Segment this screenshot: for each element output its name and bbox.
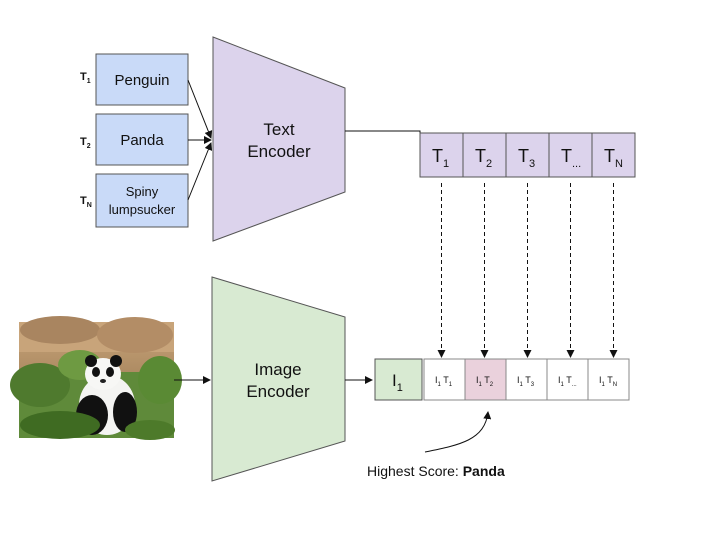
input-tag-n: TN bbox=[80, 195, 92, 209]
score-cell-highlighted: I1 T2 bbox=[464, 358, 507, 401]
score-cell: I1 T1 bbox=[423, 358, 466, 401]
text-encoder-label-1: Text bbox=[263, 120, 294, 139]
text-embedding-label: T1 bbox=[432, 146, 449, 170]
score-cell: I1 T3 bbox=[505, 358, 548, 401]
score-cell: I1 T... bbox=[546, 358, 589, 401]
text-embedding-label: TN bbox=[604, 146, 623, 170]
score-label: I1 T2 bbox=[476, 375, 494, 388]
embedding-dashed-arrows bbox=[437, 183, 618, 358]
text-embedding-cell: T3 bbox=[505, 132, 550, 178]
input-label-lumpsucker: lumpsucker bbox=[109, 202, 176, 217]
score-label: I1 T... bbox=[558, 375, 577, 388]
text-embeddings-row: T1 T2 T3 T... TN bbox=[419, 132, 636, 178]
input-label-panda: Panda bbox=[120, 132, 164, 149]
text-embedding-cell: TN bbox=[591, 132, 636, 178]
input-label-spiny: Spiny bbox=[126, 184, 159, 199]
score-label: I1 TN bbox=[599, 375, 617, 388]
text-embedding-cell: T2 bbox=[462, 132, 507, 178]
text-input-spiny-lumpsucker: TN Spiny lumpsucker bbox=[80, 173, 189, 228]
score-cell: I1 TN bbox=[587, 358, 630, 401]
highest-score-arrow bbox=[424, 411, 492, 453]
score-label: I1 T3 bbox=[517, 375, 535, 388]
text-embedding-cell: T... bbox=[548, 132, 593, 178]
text-embedding-label: T... bbox=[561, 146, 581, 170]
input-label-penguin: Penguin bbox=[114, 72, 169, 89]
text-embedding-cell: T1 bbox=[419, 132, 464, 178]
image-encoder-label-2: Encoder bbox=[246, 382, 310, 401]
panda-photo bbox=[10, 316, 182, 440]
input-tag-2: T2 bbox=[80, 136, 91, 150]
highest-score-value: Panda bbox=[463, 463, 505, 479]
text-input-panda: T2 Panda bbox=[80, 113, 189, 166]
text-embedding-label: T2 bbox=[475, 146, 492, 170]
input-arrows bbox=[187, 79, 213, 201]
image-encoder: Image Encoder bbox=[211, 276, 346, 482]
highest-score-text: Highest Score: Panda bbox=[367, 463, 505, 479]
text-input-penguin: T1 Penguin bbox=[80, 53, 189, 106]
image-embedding: I1 bbox=[374, 358, 423, 401]
image-encoder-label-1: Image bbox=[254, 360, 301, 379]
score-label: I1 T1 bbox=[435, 375, 453, 388]
text-encoder: Text Encoder bbox=[212, 36, 346, 242]
text-encoder-label-2: Encoder bbox=[247, 142, 311, 161]
text-encoder-output-line bbox=[345, 130, 421, 133]
input-tag-1: T1 bbox=[80, 71, 91, 85]
text-embedding-label: T3 bbox=[518, 146, 535, 170]
similarity-scores-row: I1 T1 I1 T2 I1 T3 I1 T... I1 TN bbox=[423, 358, 630, 401]
image-embedding-label: I1 bbox=[392, 371, 403, 394]
